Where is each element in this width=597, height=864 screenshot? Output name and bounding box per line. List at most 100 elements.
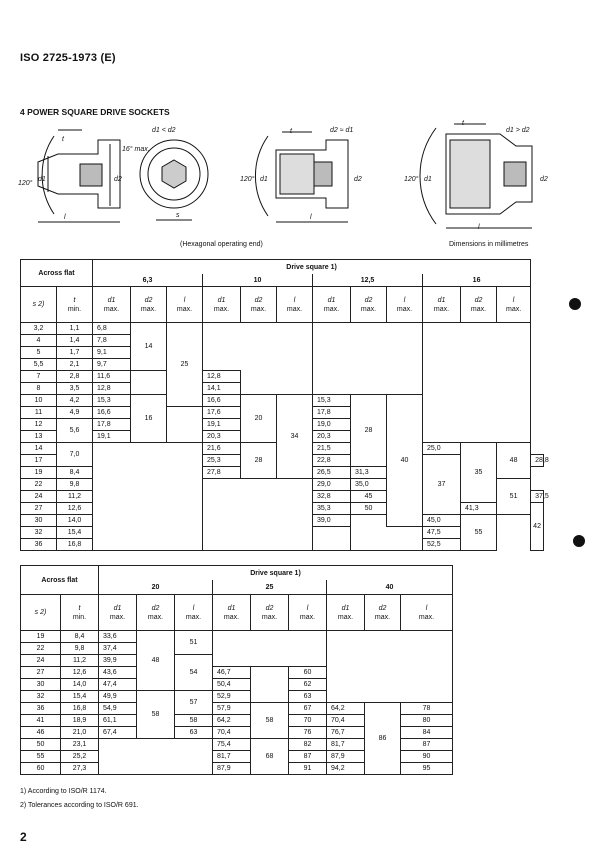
cell-d1: 9,1: [92, 346, 131, 359]
size-header: 10: [202, 274, 313, 287]
cell-d1: 20,3: [312, 430, 351, 443]
cell-t: 7,0: [56, 442, 93, 467]
cell-d2: 37: [422, 454, 461, 515]
cell-l: 87: [288, 750, 327, 763]
cell-t: 16,8: [60, 702, 99, 715]
cell-t: 11,2: [56, 490, 93, 503]
cell-s: 27: [20, 666, 61, 679]
cell-t: 11,2: [60, 654, 99, 667]
cell-d1: 75,4: [212, 738, 251, 751]
punch-hole: [569, 298, 581, 310]
cell-d2: 28: [240, 442, 277, 479]
size-header: 6,3: [92, 274, 203, 287]
cell-s: 22: [20, 478, 57, 491]
fig2-angle120: 120°: [240, 176, 255, 183]
cell-d2: 16: [130, 394, 167, 443]
cell-s: 5,5: [20, 358, 57, 371]
cell-t: 27,3: [60, 762, 99, 775]
cell-t: 4,2: [56, 394, 93, 407]
fig3-d2: d2: [540, 176, 548, 183]
cell-d1: 25,3: [202, 454, 241, 467]
cell-s: 36: [20, 702, 61, 715]
cell-l: 78: [399, 702, 454, 715]
fig1-angle120: 120°: [18, 180, 33, 187]
cell-t: 25,2: [60, 750, 99, 763]
size-header: 20: [98, 580, 213, 595]
fig1-s: s: [176, 212, 180, 219]
cell-s: 8: [20, 382, 57, 395]
drive-square-header: Drive square 1): [91, 259, 532, 274]
fig2-l: l: [310, 214, 312, 221]
cell-t: 14,0: [56, 514, 93, 527]
cell-d1: 35,3: [312, 502, 351, 515]
cell-d1: 39,9: [98, 654, 137, 667]
dimension-table-1: Across flat Drive square 1) 6,3 10 12,5 …: [20, 259, 549, 551]
cell-l: 51: [174, 630, 213, 655]
cell-s: 13: [20, 430, 57, 443]
cell-d2: 86: [364, 702, 401, 775]
cell-s: 5: [20, 346, 57, 359]
col-s-header: s 2): [20, 286, 57, 323]
cell-d1: 14,1: [202, 382, 241, 395]
cell-d1: 43,6: [98, 666, 137, 679]
cell-d2: 42: [530, 502, 544, 551]
cell-s: 32: [20, 526, 57, 539]
cell-t: 9,8: [56, 478, 93, 491]
cell-d1: 19,1: [92, 430, 131, 443]
socket-drawing-3: [419, 123, 533, 229]
footnote-1: 1) According to ISO/R 1174.: [20, 788, 107, 795]
cell-l: 45: [350, 490, 387, 503]
cell-d1: 49,9: [98, 690, 137, 703]
fig2-d1: d1: [260, 176, 268, 183]
cell-d1: 87,9: [326, 750, 365, 763]
cell-d1: 41,3: [460, 502, 497, 515]
fig1-angle16: 16° max.: [122, 146, 150, 153]
cell-d1: 6,8: [92, 322, 131, 335]
fig1-d2: d2: [114, 176, 122, 183]
fig1-d1: d1: [38, 176, 46, 183]
col-s-header: s 2): [20, 594, 61, 631]
cell-t: 8,4: [56, 466, 93, 479]
cell-s: 50: [20, 738, 61, 751]
cell-s: 11: [20, 406, 57, 419]
cell-d1: 15,3: [92, 394, 131, 407]
cell-s: 60: [20, 762, 61, 775]
cell-t: 1,7: [56, 346, 93, 359]
cell-s: 27: [20, 502, 57, 515]
cell-s: 10: [20, 394, 57, 407]
cell-s: 36: [20, 538, 57, 551]
figure-caption-dims: Dimensions in millimetres: [449, 241, 529, 248]
cell-d1: 17,8: [312, 406, 351, 419]
cell-d1: 64,2: [212, 714, 251, 727]
cell-s: 17: [20, 454, 57, 467]
cell-d1: 19,0: [312, 418, 351, 431]
cell-t: 12,6: [56, 502, 93, 515]
cell-s: 46: [20, 726, 61, 739]
cell-d1: 11,6: [92, 370, 131, 383]
cell-l: 48: [495, 442, 532, 479]
cell-d1: 31,3: [350, 466, 387, 479]
cell-t: 1,4: [56, 334, 93, 347]
cell-t: 21,0: [60, 726, 99, 739]
cell-l: 70: [288, 714, 327, 727]
cell-d1: 45,0: [422, 514, 461, 527]
page-number: 2: [20, 830, 27, 844]
cell-d1: 87,9: [212, 762, 251, 775]
cell-t: 3,5: [56, 382, 93, 395]
cell-s: 30: [20, 514, 57, 527]
cell-t: 4,9: [56, 406, 93, 419]
cell-d1: 7,8: [92, 334, 131, 347]
cell-d1: 16,6: [92, 406, 131, 419]
fig3-d1: d1: [424, 176, 432, 183]
cell-s: 30: [20, 678, 61, 691]
socket-drawing-1: [37, 129, 209, 223]
cell-l: 76: [288, 726, 327, 739]
